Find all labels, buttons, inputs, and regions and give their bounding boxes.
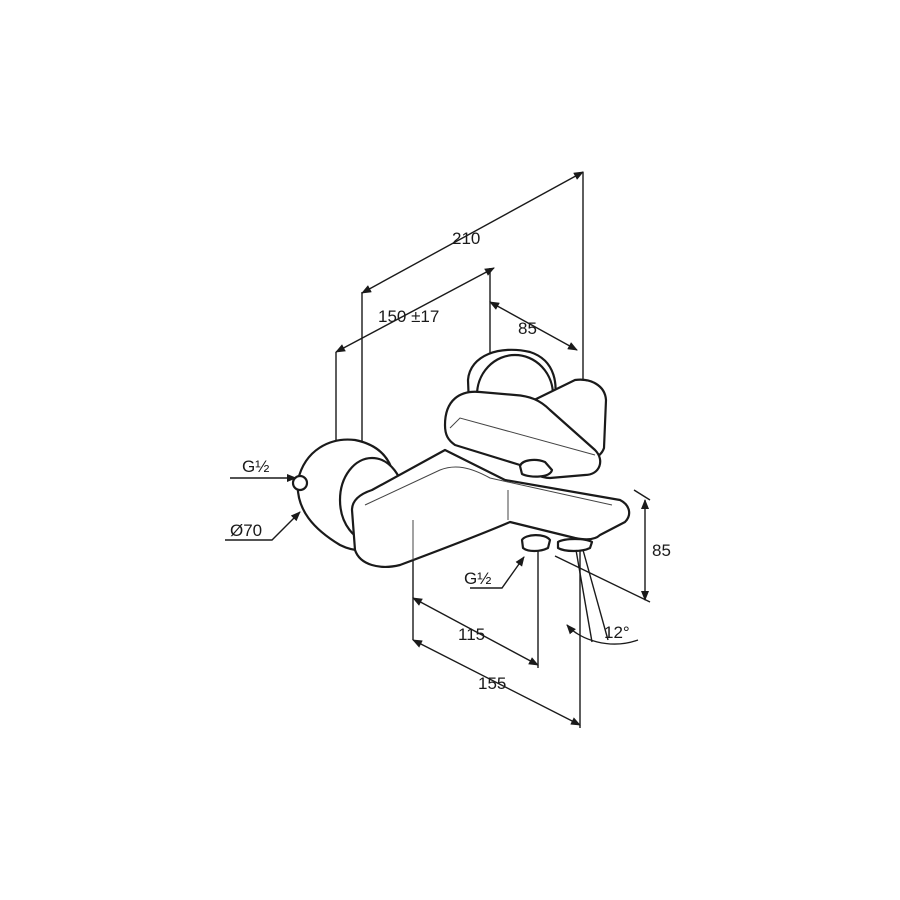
faucet-body: [291, 348, 631, 568]
dim-150-line: [335, 267, 495, 353]
g12-bottom-leader: [470, 556, 525, 589]
g12-bottom-label: G½: [464, 569, 491, 588]
d70-leader: [225, 511, 301, 541]
angle-label: 12°: [604, 623, 630, 642]
dimension-lines: [225, 171, 649, 726]
angle-line-2: [582, 549, 609, 641]
d70-label: Ø70: [230, 521, 262, 540]
dim-210-label: 210: [452, 229, 480, 248]
dim-155-line: [412, 639, 581, 726]
dim-155-label: 155: [478, 674, 506, 693]
dim-85-right-label: 85: [652, 541, 671, 560]
g12-left-label: G½: [242, 457, 269, 476]
angle-line-1: [575, 549, 593, 643]
dim-150-label: 150 ±17: [378, 307, 439, 326]
dim-85-top-line: [489, 301, 578, 351]
angle-arc: [566, 624, 639, 645]
dim-85-top-label: 85: [518, 319, 537, 338]
dim-115-label: 115: [458, 625, 485, 644]
